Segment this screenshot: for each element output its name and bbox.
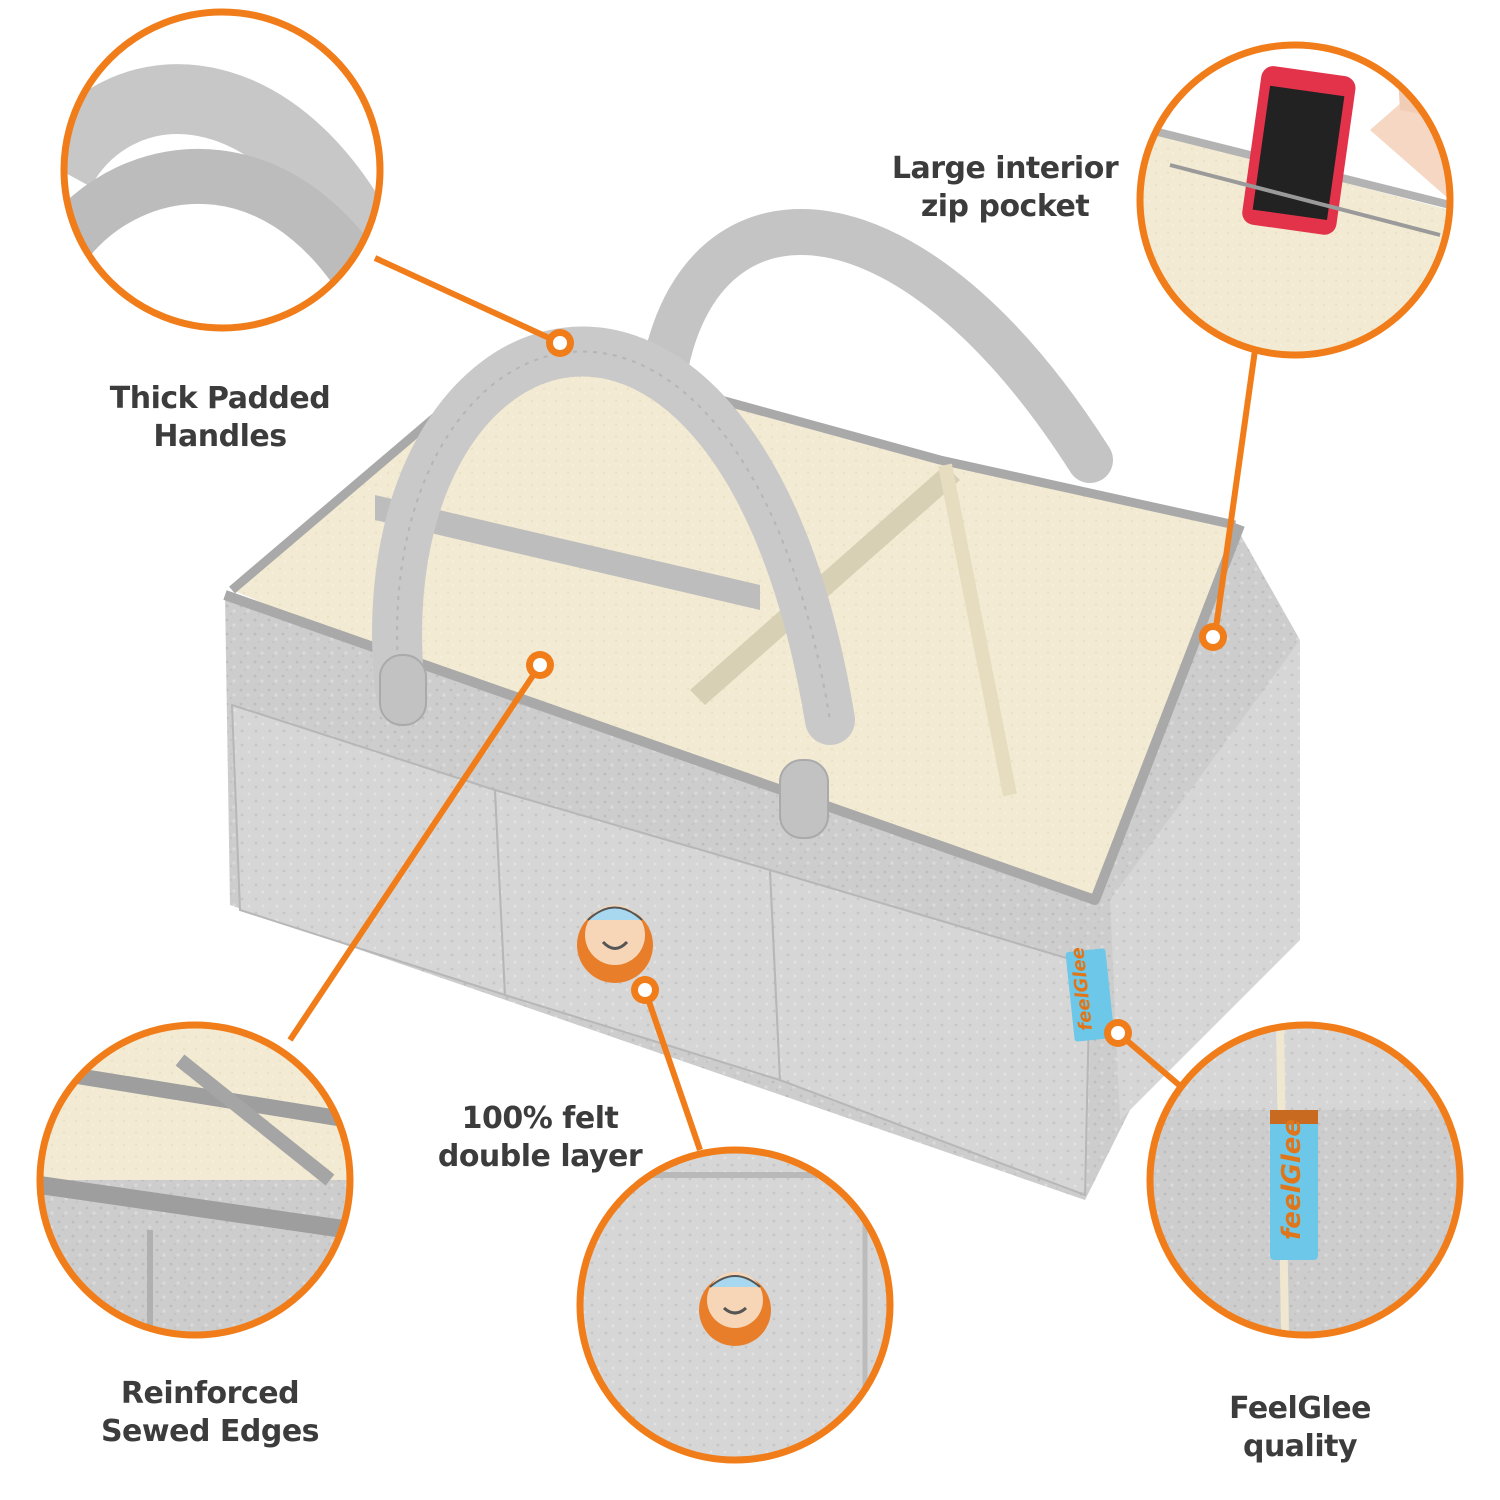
callout-line: Reinforced — [120, 1376, 300, 1411]
mascot-logo — [577, 905, 653, 983]
callout-line: zip pocket — [920, 189, 1090, 225]
side-pocket — [1110, 640, 1300, 1120]
callout-line: double layer — [437, 1139, 643, 1175]
dot-felt — [631, 976, 659, 1004]
callout-line: Sewed Edges — [100, 1414, 320, 1450]
callout-thick-padded-handles: Thick Padded Handles — [70, 380, 370, 457]
callout-line: Handles — [153, 419, 287, 455]
callout-line: quality — [1242, 1429, 1358, 1465]
front-pocket-right — [768, 868, 1092, 1197]
zoom-handles — [60, 8, 384, 332]
callout-zip-pocket: Large interior zip pocket — [870, 150, 1140, 227]
brand-tag-zoom-text: feelGlee — [1277, 1119, 1307, 1240]
brand-tag: feelGlee — [1065, 946, 1115, 1042]
zoom-edges — [36, 1021, 354, 1339]
callout-feelglee-quality: FeelGlee quality — [1170, 1390, 1430, 1467]
callout-reinforced-edges: Reinforced Sewed Edges — [60, 1375, 360, 1452]
callout-line: 100% felt — [461, 1101, 619, 1136]
divider-short — [375, 495, 760, 610]
callout-dots — [526, 329, 1227, 1047]
callout-line: Thick Padded — [109, 381, 331, 416]
mascot-logo-zoom — [699, 1272, 771, 1346]
zoom-felt — [576, 1146, 894, 1464]
callout-line: Large interior — [891, 151, 1119, 186]
diaper-caddy: feelGlee — [223, 209, 1300, 1200]
phone-icon — [1242, 66, 1356, 235]
interior-lining — [232, 345, 1235, 895]
callout-felt-double-layer: 100% felt double layer — [400, 1100, 680, 1177]
zoom-pocket — [1136, 41, 1454, 359]
callout-line: FeelGlee — [1229, 1391, 1371, 1426]
callout-connectors — [287, 255, 1258, 1151]
dot-edges — [526, 651, 554, 679]
dot-pocket — [1199, 623, 1227, 651]
zoom-quality: feelGlee — [1146, 1021, 1464, 1339]
dot-handles — [546, 329, 574, 357]
dot-quality — [1104, 1019, 1132, 1047]
